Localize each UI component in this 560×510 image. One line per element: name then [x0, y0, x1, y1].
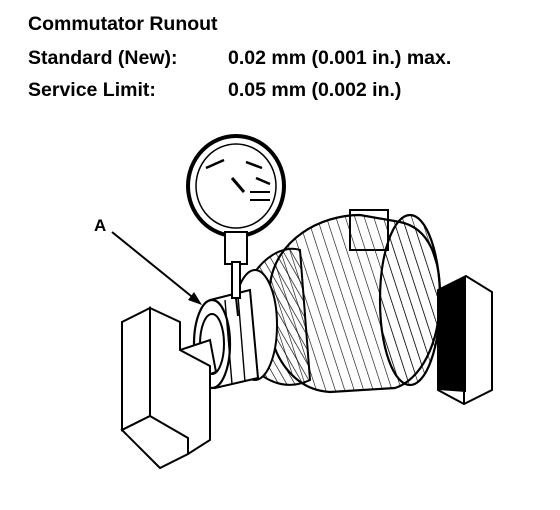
standard-spec: Standard (New): 0.02 mm (0.001 in.) max.	[28, 46, 451, 70]
v-block-icon	[120, 306, 211, 470]
service-limit-spec: Service Limit: 0.05 mm (0.002 in.)	[28, 78, 401, 102]
page-title: Commutator Runout	[28, 13, 218, 35]
callout-leader	[111, 231, 202, 305]
standard-label: Standard (New):	[28, 47, 178, 69]
callout-label-a: A	[94, 216, 107, 235]
standard-value: 0.02 mm (0.001 in.) max.	[228, 47, 452, 69]
service-limit-value: 0.05 mm (0.002 in.)	[228, 79, 402, 101]
service-limit-label: Service Limit:	[28, 79, 156, 101]
dial-indicator-icon	[186, 134, 286, 317]
